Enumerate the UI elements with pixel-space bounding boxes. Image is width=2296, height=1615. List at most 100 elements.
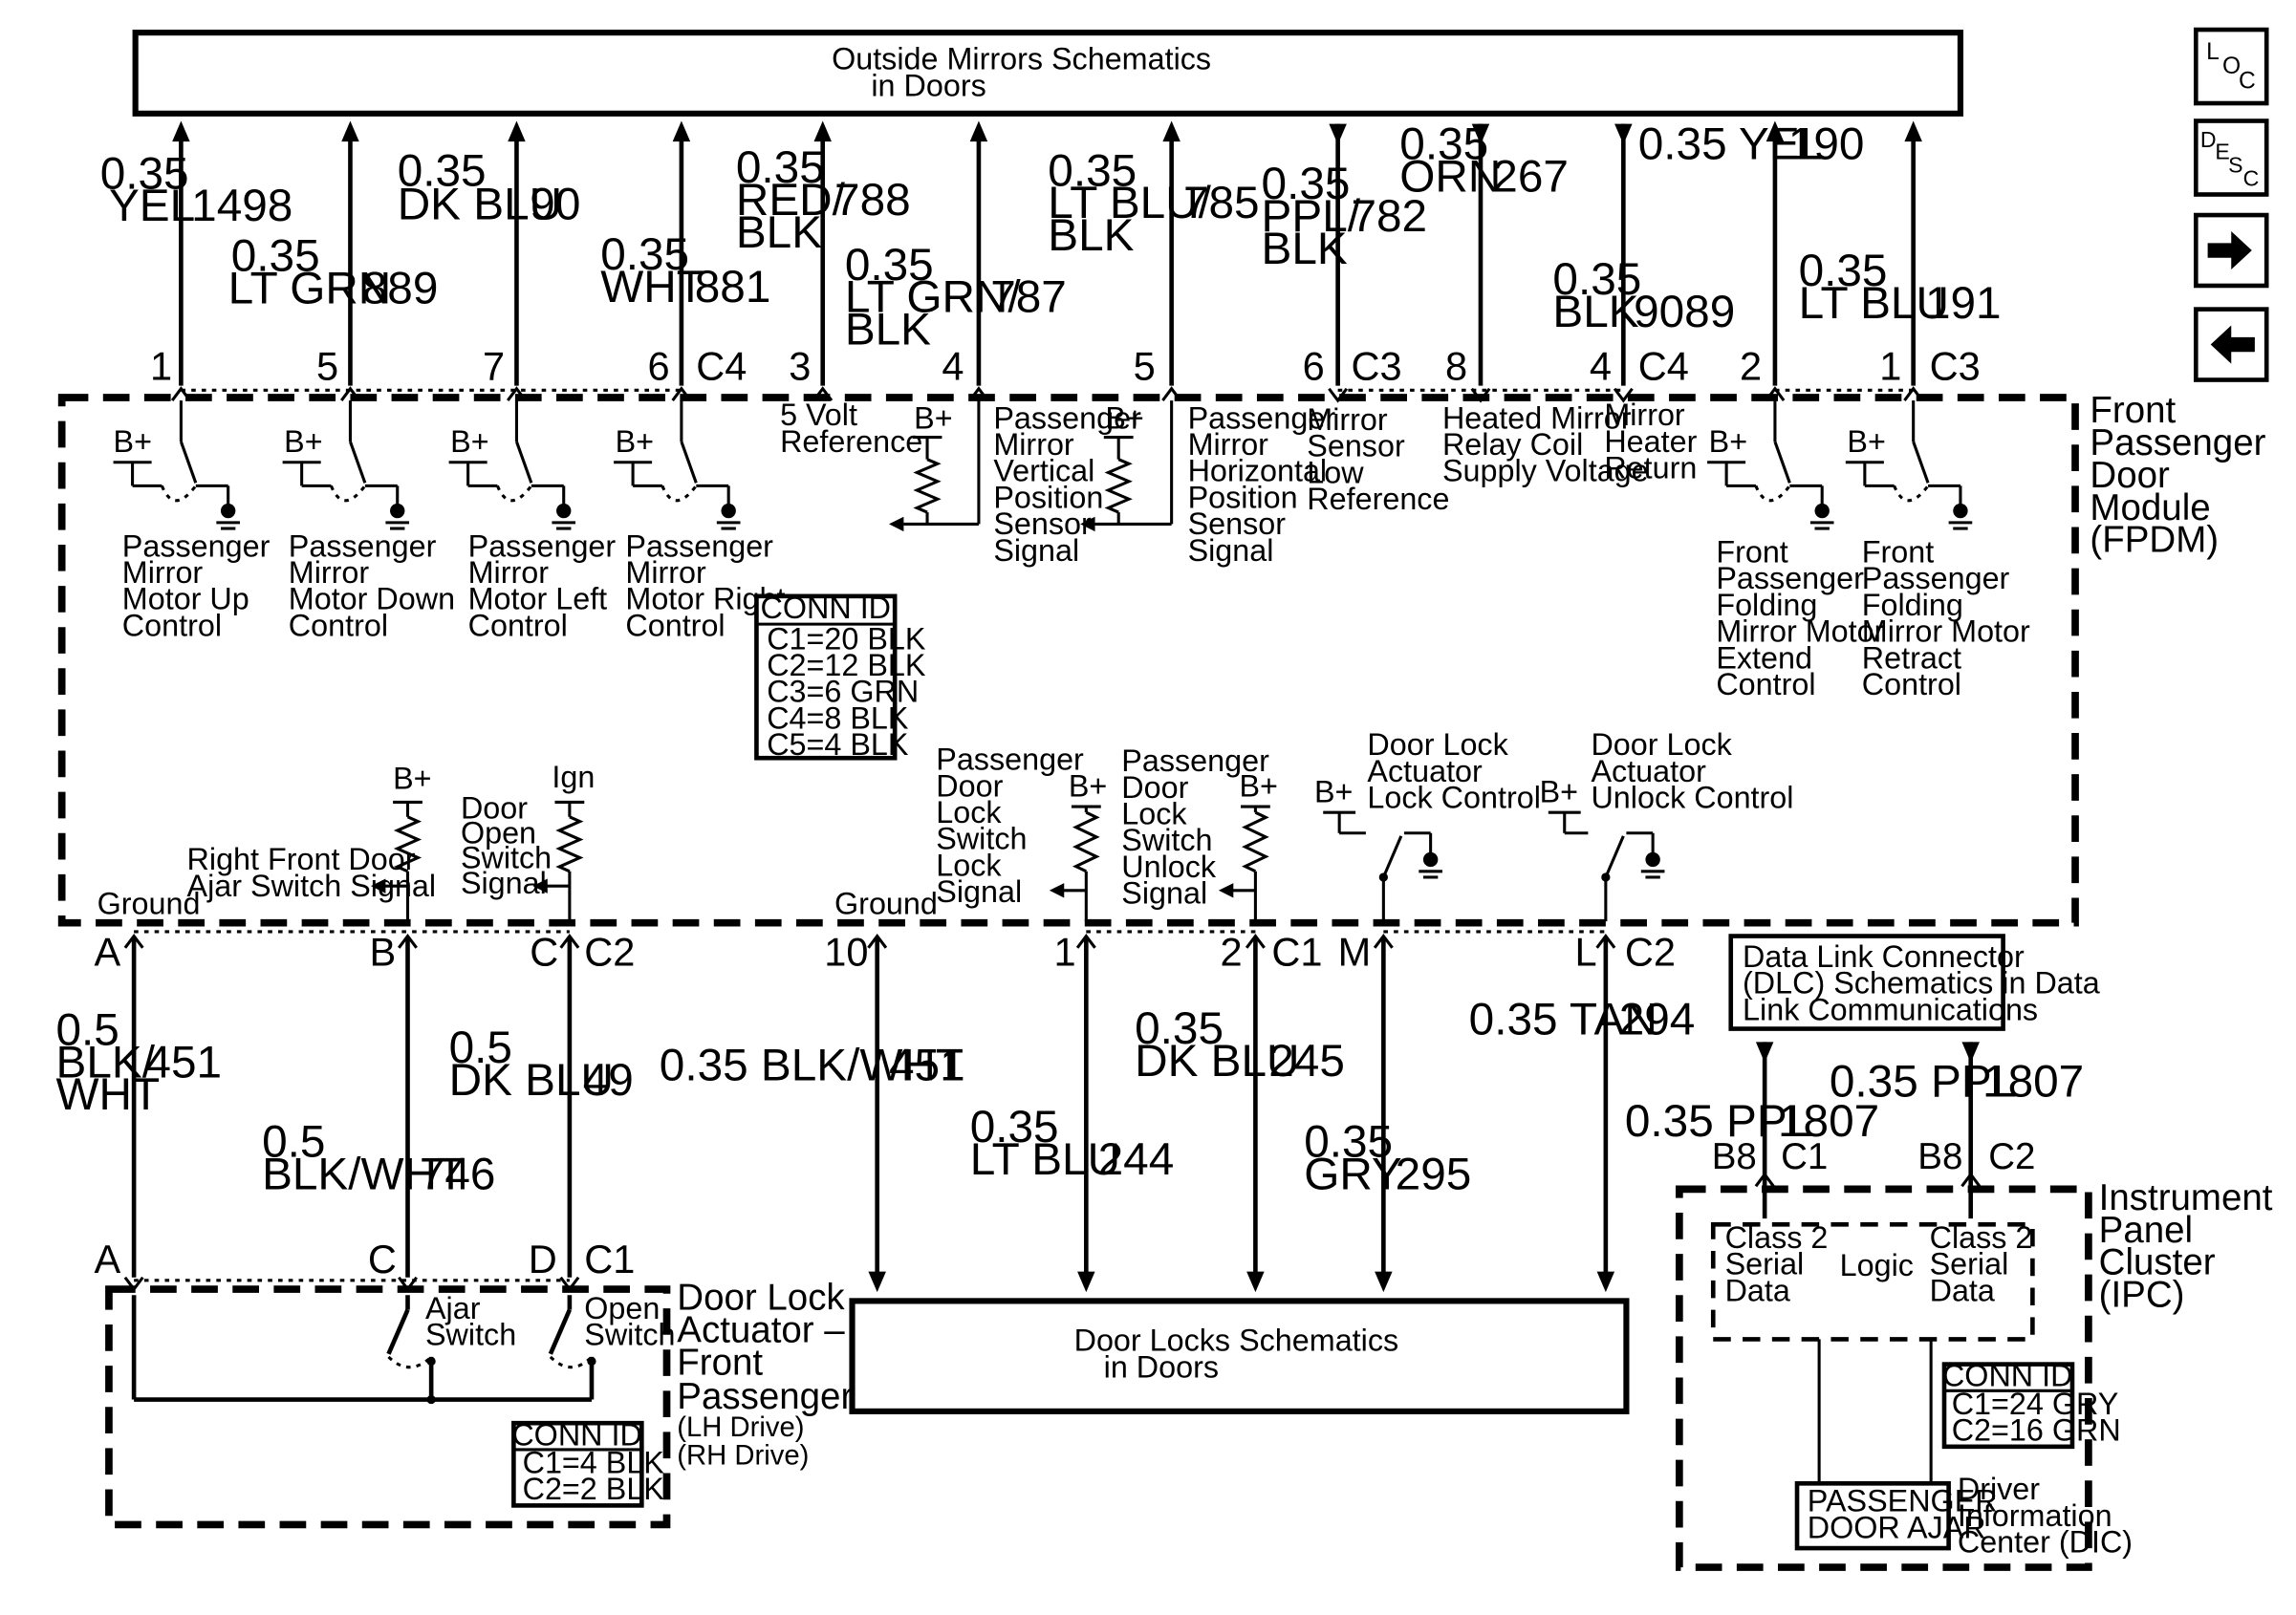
fpdm-module-box xyxy=(57,394,2079,927)
svg-text:0.5: 0.5 xyxy=(262,1116,325,1167)
svg-text:Class 2: Class 2 xyxy=(1930,1220,2033,1255)
ground-icon xyxy=(390,503,405,519)
pull-up-resistor xyxy=(371,800,422,922)
svg-text:Control: Control xyxy=(1716,667,1815,701)
svg-text:Ign: Ign xyxy=(552,760,595,794)
svg-text:Data Link Connector: Data Link Connector xyxy=(1743,939,2025,974)
relay-switch-symbol xyxy=(614,400,741,530)
wire-size: 0.35 xyxy=(845,240,934,291)
svg-text:1: 1 xyxy=(1879,344,1901,389)
bottom-wire-lines xyxy=(123,930,1616,1293)
svg-text:(LH Drive): (LH Drive) xyxy=(677,1412,804,1443)
svg-text:Sensor: Sensor xyxy=(1188,506,1287,541)
svg-text:Motor Down: Motor Down xyxy=(289,582,455,616)
svg-text:Ajar: Ajar xyxy=(425,1291,481,1325)
svg-text:10: 10 xyxy=(824,929,868,974)
position-sensor-resistor xyxy=(1080,400,1174,532)
svg-text:Reference: Reference xyxy=(780,424,922,459)
svg-text:Mirror: Mirror xyxy=(468,555,550,590)
svg-text:Door Lock: Door Lock xyxy=(677,1278,845,1319)
svg-text:A: A xyxy=(95,1237,121,1281)
svg-text:Actuator –: Actuator – xyxy=(677,1310,845,1351)
svg-text:Passenger: Passenger xyxy=(677,1376,853,1417)
wire-color-1: LT GRN/ xyxy=(845,272,1022,323)
svg-text:7: 7 xyxy=(483,344,505,389)
svg-text:C1=4 BLK: C1=4 BLK xyxy=(523,1446,665,1480)
ground-icon xyxy=(220,503,236,519)
wire-size: 0.35 xyxy=(1552,254,1641,305)
loc-button[interactable]: L O C xyxy=(2193,27,2269,106)
svg-text:BLK/WHT: BLK/WHT xyxy=(262,1149,465,1199)
svg-text:Sensor: Sensor xyxy=(993,506,1092,541)
svg-text:CONN ID: CONN ID xyxy=(1942,1359,2073,1393)
svg-text:Front: Front xyxy=(677,1342,763,1383)
signal-arrow-icon xyxy=(1218,883,1234,898)
svg-text:B: B xyxy=(369,929,396,974)
ground-icon xyxy=(1814,503,1830,519)
wire-size: 0.35 xyxy=(100,148,189,199)
signal-arrow-icon xyxy=(889,516,904,532)
svg-text:Passenger: Passenger xyxy=(1716,561,1864,595)
position-sensor-resistor xyxy=(889,400,981,532)
svg-text:C3: C3 xyxy=(1930,344,1981,389)
previous-page-button[interactable] xyxy=(2193,307,2269,382)
svg-text:C4=8 BLK: C4=8 BLK xyxy=(767,700,909,735)
svg-text:3: 3 xyxy=(789,344,811,389)
wire-circuit: 267 xyxy=(1492,151,1569,202)
svg-text:PASSENGER: PASSENGER xyxy=(1808,1484,1998,1518)
bottom-pin-labels: A B C C2 10 1 2 C1 M L C2 A C D C1 xyxy=(95,929,1676,1281)
signal-arrow-icon xyxy=(371,878,386,894)
svg-text:0.35: 0.35 xyxy=(1304,1116,1393,1167)
svg-text:C2: C2 xyxy=(1988,1136,2035,1177)
svg-text:Vertical: Vertical xyxy=(993,454,1094,488)
svg-text:Mirror: Mirror xyxy=(122,555,204,590)
relay-switch-symbol xyxy=(113,400,240,530)
svg-text:Passenger: Passenger xyxy=(122,528,271,563)
wire-color: YEL xyxy=(109,181,195,231)
svg-text:in Doors: in Doors xyxy=(1104,1349,1219,1384)
svg-text:49: 49 xyxy=(583,1055,634,1106)
right-arrow-icon xyxy=(2207,231,2252,270)
svg-text:Motor Up: Motor Up xyxy=(122,582,249,616)
top-wire-lines xyxy=(172,120,1922,386)
svg-text:C: C xyxy=(530,929,558,974)
svg-text:(DLC) Schematics in Data: (DLC) Schematics in Data xyxy=(1743,966,2100,1001)
svg-text:2: 2 xyxy=(1220,929,1242,974)
svg-text:B+: B+ xyxy=(114,424,152,459)
next-page-button[interactable] xyxy=(2193,212,2269,289)
svg-text:B+: B+ xyxy=(450,424,488,459)
svg-text:Passenger: Passenger xyxy=(1188,400,1336,435)
actuator-conn-id-table: CONN ID C1=4 BLK C2=2 BLK xyxy=(511,1417,665,1508)
svg-text:1: 1 xyxy=(1053,929,1075,974)
svg-text:B+: B+ xyxy=(1069,768,1107,803)
svg-text:244: 244 xyxy=(1098,1134,1175,1185)
svg-text:295: 295 xyxy=(1396,1149,1472,1199)
wire-color: WHT xyxy=(600,262,704,312)
svg-text:B+: B+ xyxy=(1847,424,1885,459)
svg-text:B+: B+ xyxy=(914,400,952,435)
resistor-symbols xyxy=(371,400,1270,922)
svg-text:C: C xyxy=(2243,165,2260,190)
svg-text:L: L xyxy=(2206,39,2220,65)
wire-size: 0.35 xyxy=(600,229,689,280)
wire-color-2: BLK xyxy=(845,305,931,355)
svg-text:Control: Control xyxy=(122,608,222,642)
svg-text:C4: C4 xyxy=(1638,344,1689,389)
svg-text:8: 8 xyxy=(1445,344,1467,389)
svg-text:Logic: Logic xyxy=(1840,1248,1914,1282)
svg-text:B+: B+ xyxy=(1239,768,1277,803)
outside-mirrors-label-2: in Doors xyxy=(871,68,986,102)
svg-text:D: D xyxy=(529,1237,557,1281)
svg-text:2: 2 xyxy=(1740,344,1762,389)
desc-button[interactable]: D E S C xyxy=(2193,118,2269,197)
svg-text:Mirror Motor: Mirror Motor xyxy=(1716,614,1884,649)
wire-circuit: 787 xyxy=(990,272,1067,323)
ground-icon xyxy=(1953,503,1968,519)
wire-size: 0.35 xyxy=(231,231,320,282)
svg-text:Supply Voltage: Supply Voltage xyxy=(1442,454,1649,488)
svg-text:B+: B+ xyxy=(284,424,322,459)
wire-color-1: RED/ xyxy=(736,175,846,226)
svg-text:Switch: Switch xyxy=(461,841,552,875)
svg-text:0.35 BLK/WHT: 0.35 BLK/WHT xyxy=(660,1040,964,1090)
